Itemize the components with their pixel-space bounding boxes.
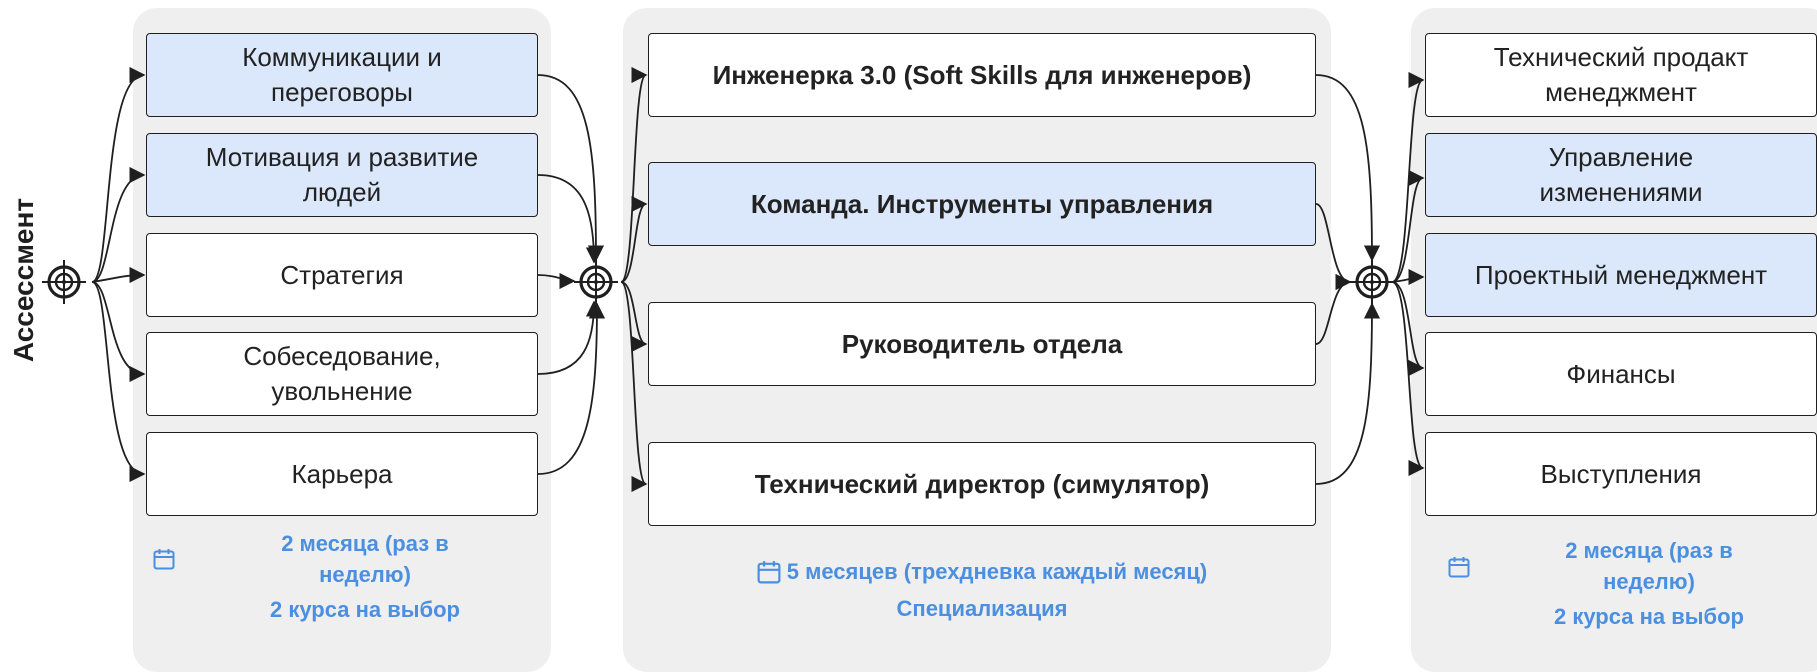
- arrow-icon: [1391, 281, 1425, 377]
- arrow-icon: [537, 272, 576, 290]
- course-label: Мотивация и развитие людей: [205, 142, 479, 207]
- course-box-strategy[interactable]: Стратегия: [146, 233, 538, 317]
- duration-text: неделю): [1603, 569, 1695, 594]
- choice-text: 2 курса на выбор: [1553, 604, 1744, 629]
- arrow-icon: [1315, 203, 1352, 291]
- duration-note: 2 месяца (раз в неделю) 2 курса на выбор: [200, 528, 530, 625]
- arrow-icon: [620, 195, 648, 283]
- arrow-icon: [1391, 170, 1425, 283]
- course-box-department-head[interactable]: Руководитель отдела: [648, 302, 1316, 386]
- arrow-icon: [91, 266, 146, 284]
- arrow-icon: [91, 166, 146, 283]
- arrow-icon: [537, 300, 603, 375]
- course-label: Стратегия: [280, 259, 404, 290]
- arrow-icon: [1315, 302, 1381, 485]
- course-label: Выступления: [1540, 458, 1702, 489]
- course-label: Инженерка 3.0 (Soft Skills для инженеров…: [712, 59, 1252, 90]
- arrow-icon: [1315, 273, 1352, 345]
- arrow-icon: [91, 66, 146, 283]
- arrow-icon: [1391, 281, 1425, 476]
- arrow-icon: [537, 174, 603, 264]
- course-box-motivation[interactable]: Мотивация и развитие людей: [146, 133, 538, 217]
- course-box-finance[interactable]: Финансы: [1425, 332, 1817, 416]
- course-box-change-management[interactable]: Управление изменениями: [1425, 133, 1817, 217]
- duration-note: 5 месяцев (трехдневка каждый месяц) Спец…: [648, 556, 1316, 624]
- course-label: Финансы: [1566, 358, 1676, 389]
- duration-text: 2 месяца (раз в: [1565, 538, 1733, 563]
- course-label: Коммуникации и переговоры: [242, 42, 442, 107]
- calendar-icon: [153, 549, 175, 570]
- course-label: Команда. Инструменты управления: [750, 188, 1214, 219]
- course-label: Собеседование, увольнение: [243, 341, 441, 406]
- course-box-tech-product[interactable]: Технический продакт менеджмент: [1425, 33, 1817, 117]
- course-box-engineering[interactable]: Инженерка 3.0 (Soft Skills для инженеров…: [648, 33, 1316, 117]
- arrow-icon: [620, 281, 648, 492]
- course-box-interview[interactable]: Собеседование, увольнение: [146, 332, 538, 416]
- arrow-icon: [1391, 268, 1425, 286]
- target-icon: [574, 260, 618, 304]
- course-label: Технический продакт менеджмент: [1493, 42, 1749, 107]
- course-label: Проектный менеджмент: [1474, 259, 1768, 290]
- course-box-cto-simulator[interactable]: Технический директор (симулятор): [648, 442, 1316, 526]
- course-label: Управление изменениями: [1539, 142, 1703, 207]
- course-label: Карьера: [291, 458, 393, 489]
- target-icon: [42, 260, 86, 304]
- calendar-icon: [757, 560, 781, 583]
- course-label: Руководитель отдела: [841, 328, 1123, 359]
- arrow-icon: [537, 74, 605, 262]
- specialization-text: Специализация: [896, 596, 1068, 621]
- course-box-presentations[interactable]: Выступления: [1425, 432, 1817, 516]
- duration-text: неделю): [319, 562, 411, 587]
- arrow-icon: [620, 67, 648, 283]
- arrow-icon: [620, 281, 648, 353]
- target-icon: [1350, 260, 1394, 304]
- arrow-icon: [1315, 74, 1381, 262]
- duration-note: 2 месяца (раз в неделю) 2 курса на выбор: [1484, 535, 1814, 632]
- choice-text: 2 курса на выбор: [269, 597, 460, 622]
- course-box-communications[interactable]: Коммуникации и переговоры: [146, 33, 538, 117]
- course-box-team[interactable]: Команда. Инструменты управления: [648, 162, 1316, 246]
- duration-text: 2 месяца (раз в: [281, 531, 449, 556]
- course-label: Технический директор (симулятор): [754, 468, 1210, 499]
- duration-text: 5 месяцев (трехдневка каждый месяц): [786, 559, 1208, 584]
- arrow-icon: [91, 281, 146, 483]
- course-box-project-management[interactable]: Проектный менеджмент: [1425, 233, 1817, 317]
- arrow-icon: [537, 302, 606, 475]
- course-box-career[interactable]: Карьера: [146, 432, 538, 516]
- calendar-icon: [1448, 557, 1470, 578]
- arrow-icon: [91, 281, 146, 383]
